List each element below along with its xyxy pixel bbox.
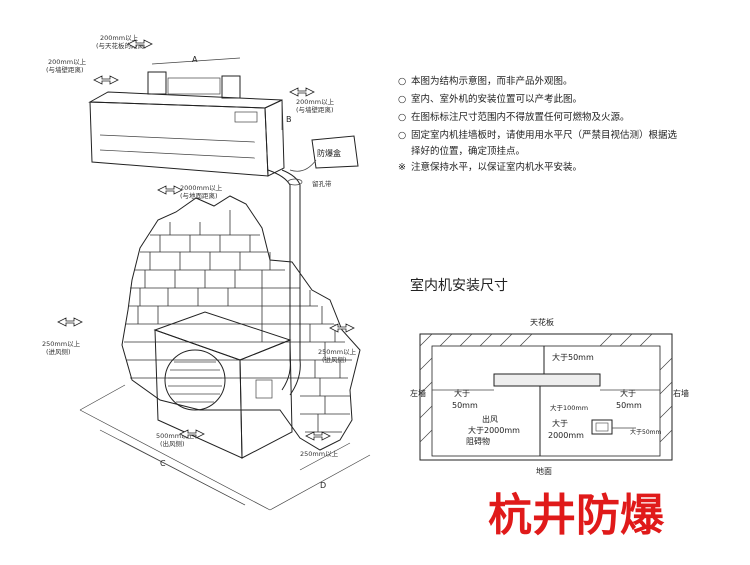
- note-text-3: 在图标标注尺寸范围内不得放置任何可燃物及火源。: [411, 111, 630, 123]
- floor-label: 地面: [536, 466, 552, 476]
- explosion-box-mini: [591, 419, 613, 435]
- height-1: 大于: [552, 418, 568, 428]
- right-gap-2: 50mm: [616, 401, 642, 410]
- dim-a: A: [192, 55, 198, 64]
- left-wall-label: 左墙: [410, 388, 426, 398]
- left-illustration: 防爆盒 留孔带: [42, 33, 371, 511]
- outdoor-unit: [153, 311, 293, 459]
- height-2: 2000mm: [548, 431, 584, 440]
- indoor-unit: [88, 71, 285, 177]
- outlet-3: 阻碍物: [466, 436, 490, 446]
- right-gap-1: 大于: [620, 388, 636, 398]
- ceiling-label: 天花板: [530, 317, 554, 327]
- dim-d: D: [320, 481, 326, 490]
- note-text-2: 室内、室外机的安装位置可以产考此图。: [411, 93, 582, 105]
- right-wall-label: 右墙: [673, 388, 689, 398]
- left-gap-1: 大于: [454, 388, 470, 398]
- dim-c: C: [160, 459, 166, 468]
- mid-gap-label: 大于100mm: [550, 403, 588, 412]
- outdoor-left: 250mm以上: [42, 339, 81, 348]
- clearance-right: 200mm以上: [296, 97, 335, 106]
- outdoor-right-sub: (进风侧): [322, 355, 347, 364]
- clearance-top-sub: (与天花板的距离): [96, 41, 147, 50]
- outlet-2: 大于2000mm: [468, 425, 520, 435]
- note-text-6: 注意保持水平，以保证室内机水平安装。: [411, 161, 582, 173]
- brand-text: 杭井防爆: [488, 490, 665, 541]
- outdoor-back: 250mm以上: [300, 449, 339, 458]
- install-title: 室内机安装尺寸: [410, 277, 508, 294]
- pipe: [267, 169, 303, 396]
- clearance-arrows: [57, 39, 355, 441]
- outdoor-right: 250mm以上: [318, 347, 357, 356]
- clearance-right-sub: (与墙壁距离): [296, 105, 334, 114]
- outdoor-front: 500mm以上: [156, 431, 195, 440]
- note-marker-2: ○: [398, 94, 406, 105]
- notes: ○ 本图为结构示意图，而非产品外观图。 ○ 室内、室外机的安装位置可以产考此图。…: [398, 75, 678, 173]
- hatching: [419, 333, 673, 443]
- outdoor-left-sub: (进风侧): [46, 347, 71, 356]
- explosion-box-label: 防爆盒: [317, 148, 341, 158]
- clearance-left-sub: (与墙壁距离): [46, 65, 84, 74]
- install-dimensions: 室内机安装尺寸 天花板 地面 左墙 右墙 大于50mm 大于 50mm 大于 5…: [410, 277, 689, 476]
- clearance-floor: 2000mm以上: [180, 183, 223, 192]
- note-text-1: 本图为结构示意图，而非产品外观图。: [411, 75, 573, 87]
- outlet-1: 出风: [482, 414, 498, 424]
- note-marker-6: ※: [398, 162, 406, 173]
- brick-pattern: [124, 210, 352, 433]
- brick-wall: [121, 195, 361, 451]
- clearance-floor-sub: (与地面距离): [180, 191, 218, 200]
- note-text-5: 择好的位置，确定顶挂点。: [411, 145, 525, 157]
- note-text-4: 固定室内机挂墙板时，请使用用水平尺（严禁目视估测）根据选: [411, 129, 678, 141]
- note-marker-3: ○: [398, 112, 406, 123]
- note-marker-4: ○: [398, 130, 406, 141]
- outdoor-front-sub: (出风侧): [160, 439, 185, 448]
- right-small-label: 大于50mm: [630, 428, 661, 436]
- explosion-box: 防爆盒: [289, 135, 359, 172]
- top-gap-label: 大于50mm: [552, 352, 594, 362]
- clearance-left: 200mm以上: [48, 57, 87, 66]
- ground-plane: [79, 384, 371, 511]
- clearance-top: 200mm以上: [100, 33, 139, 42]
- wall-hole-label: 留孔带: [312, 179, 332, 188]
- note-marker-1: ○: [398, 76, 406, 87]
- dimension-lines: [119, 57, 351, 506]
- left-gap-2: 50mm: [452, 401, 478, 410]
- indoor-unit-box: [493, 373, 601, 387]
- dim-b: B: [286, 115, 292, 124]
